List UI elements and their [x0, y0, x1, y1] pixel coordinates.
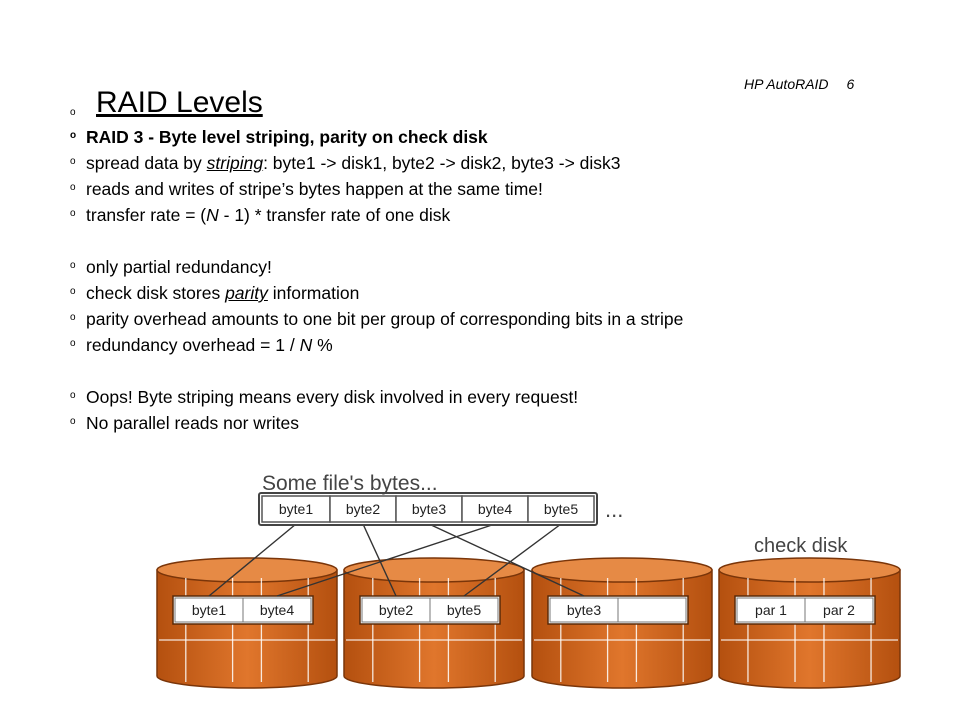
disk-top	[156, 557, 338, 583]
diagram-caption: Some file's bytes...	[262, 472, 438, 495]
disk-cell	[361, 597, 431, 623]
disk-cell-label: byte1	[192, 602, 226, 618]
stripe-connector	[208, 523, 297, 597]
file-byte-label: byte3	[412, 501, 446, 517]
bullet-icon: o	[70, 130, 77, 142]
bullet-icon: o	[70, 208, 76, 220]
file-byte-cell	[329, 495, 397, 523]
disk-body	[156, 569, 338, 689]
bullet-icon: o	[70, 156, 76, 168]
stripe-connector	[463, 523, 562, 597]
bullet-icon: o	[70, 182, 76, 194]
bullet-icon: o	[70, 416, 76, 428]
file-byte-label: byte2	[346, 501, 380, 517]
disk-cell-label: byte3	[567, 602, 601, 618]
stripe-connector	[362, 523, 397, 597]
ellipsis: ...	[605, 497, 623, 522]
file-byte-label: byte4	[478, 501, 512, 517]
disk: byte3	[531, 557, 713, 689]
file-byte-label: byte5	[544, 501, 578, 517]
bullet-icon: o	[70, 260, 76, 272]
disk: par 1 par 2	[718, 557, 901, 689]
disk-cell	[617, 597, 687, 623]
file-byte-cell	[395, 495, 463, 523]
bullet-icon: o	[70, 390, 76, 402]
bullet-icon: o	[70, 338, 76, 350]
disk-cell	[429, 597, 499, 623]
stripe-connector	[276, 523, 496, 597]
disk-cell	[242, 597, 312, 623]
title-row: o RAID Levels	[70, 86, 263, 120]
disk-body	[531, 569, 713, 689]
disk-cell-label: byte2	[379, 602, 413, 618]
slide-title: RAID Levels	[96, 86, 263, 119]
course-name: HP AutoRAID	[744, 76, 829, 92]
bullet-icon: o	[70, 107, 76, 118]
disk-top	[343, 557, 525, 583]
disk-top	[531, 557, 713, 583]
disk-cell-label: par 2	[823, 602, 855, 618]
disk-cell-label: par 1	[755, 602, 787, 618]
disk-cell-label: byte5	[447, 602, 481, 618]
file-byte-cell	[527, 495, 595, 523]
file-byte-label: byte1	[279, 501, 313, 517]
bullet-icon: o	[70, 286, 76, 298]
file-byte-cell	[461, 495, 529, 523]
disk-body	[718, 569, 901, 689]
disk-top	[718, 557, 901, 583]
file-byte-cell	[261, 495, 331, 523]
slide-header: HP AutoRAID 6	[744, 76, 854, 92]
disk-cell	[804, 597, 874, 623]
disk-cell	[736, 597, 806, 623]
check-disk-label: check disk	[754, 535, 848, 557]
disk: byte2 byte5	[343, 557, 525, 689]
page-number: 6	[846, 76, 855, 92]
disk-cell-label: byte4	[260, 602, 294, 618]
disk-body	[343, 569, 525, 689]
disk-cell	[174, 597, 244, 623]
disk: byte1 byte4	[156, 557, 338, 689]
bullet-icon: o	[70, 312, 76, 324]
stripe-connector	[428, 523, 585, 597]
